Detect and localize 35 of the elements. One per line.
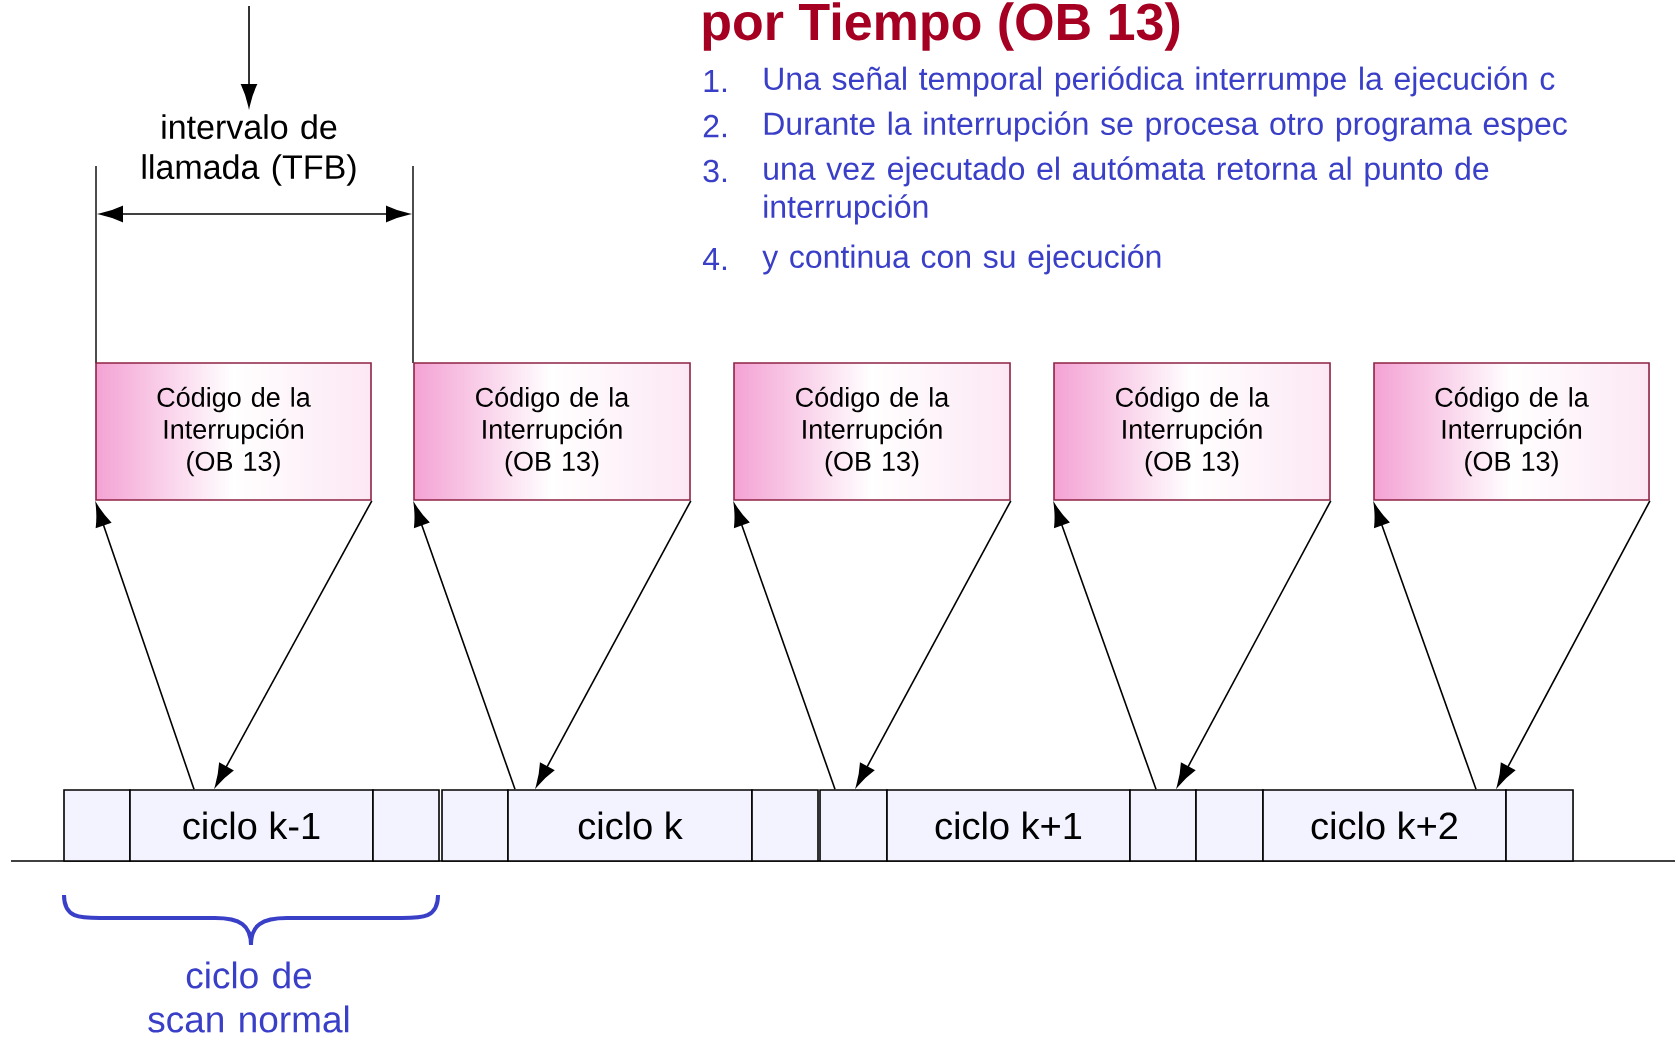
list-number: 3. bbox=[703, 159, 726, 183]
list-number: 2. bbox=[703, 114, 726, 138]
interrupt-code-box: Código de la Interrupción (OB 13) bbox=[413, 362, 691, 501]
list-number: 4. bbox=[702, 248, 726, 270]
arrow bbox=[1373, 503, 1477, 790]
arrow bbox=[1053, 503, 1157, 790]
timeline-segment bbox=[751, 789, 819, 862]
arrow bbox=[856, 500, 1012, 787]
list-item: Durante la interrupción se procesa otro programa espec bbox=[764, 111, 1567, 142]
timeline-segment bbox=[441, 789, 509, 862]
timeline-segment bbox=[1505, 789, 1574, 862]
brace-label: ciclo de scan normal bbox=[148, 961, 349, 1033]
arrow bbox=[413, 503, 516, 790]
timeline-segment bbox=[63, 789, 131, 862]
timeline-segment bbox=[1195, 789, 1264, 862]
list-item: y continua con su ejecución bbox=[762, 244, 1161, 275]
title: por Tiempo (OB 13) bbox=[703, 2, 1180, 51]
arrow bbox=[215, 500, 373, 787]
list-item: una vez ejecutado el autómata retorna al punto de interrupción bbox=[764, 156, 1489, 225]
arrow bbox=[95, 503, 195, 790]
interrupt-code-box: Código de la Interrupción (OB 13) bbox=[95, 362, 372, 501]
interrupt-code-box: Código de la Interrupción (OB 13) bbox=[733, 362, 1011, 501]
timeline-segment bbox=[1129, 789, 1197, 862]
timeline-segment bbox=[372, 789, 440, 862]
timeline-segment bbox=[819, 789, 888, 862]
arrow bbox=[1497, 500, 1651, 787]
arrow bbox=[1177, 500, 1332, 787]
interval-label: intervalo de llamada (TFB) bbox=[142, 114, 356, 186]
interrupt-code-box: Código de la Interrupción (OB 13) bbox=[1373, 362, 1650, 501]
list-item: Una señal temporal periódica interrumpe la ejecución c bbox=[764, 66, 1555, 97]
arrow bbox=[733, 503, 836, 790]
list-number: 1. bbox=[704, 70, 726, 92]
interrupt-code-box: Código de la Interrupción (OB 13) bbox=[1053, 362, 1331, 501]
arrow bbox=[536, 500, 692, 787]
arrow bbox=[241, 5, 257, 107]
